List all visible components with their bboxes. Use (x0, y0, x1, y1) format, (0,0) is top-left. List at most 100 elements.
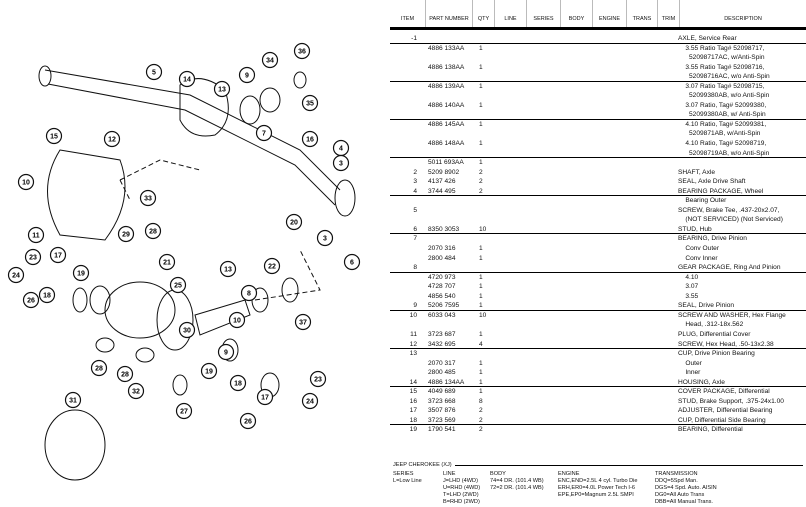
item-number: 16 (409, 397, 417, 405)
svg-text:9: 9 (224, 350, 228, 357)
callout-6: 6 (343, 253, 361, 271)
table-row: 5209871AB, w/Anti-Spin (390, 129, 806, 139)
quantity: 1 (479, 369, 483, 377)
differential-case (104, 281, 176, 339)
svg-text:36: 36 (298, 49, 306, 56)
item-number: 17 (409, 407, 417, 415)
gasket-outline (119, 159, 201, 201)
callout-13: 13 (213, 80, 231, 98)
svg-text:13: 13 (218, 87, 226, 94)
callout-23: 23 (309, 370, 327, 388)
legend-entry: DBB=All Manual Trans. (655, 499, 713, 505)
svg-text:18: 18 (234, 381, 242, 388)
svg-text:26: 26 (27, 298, 35, 305)
description: SEAL, Axle Drive Shaft (678, 178, 746, 186)
svg-text:28: 28 (149, 229, 157, 236)
svg-text:12: 12 (108, 137, 116, 144)
quantity: 10 (479, 225, 487, 233)
quantity: 1 (479, 388, 483, 396)
item-number: 8 (413, 264, 417, 272)
description: CUP, Differential Side Bearing (678, 416, 766, 424)
callout-13: 13 (219, 260, 237, 278)
col-trans: TRANS (627, 0, 658, 27)
part-number: 4728 707 (428, 283, 456, 291)
description: 3.07 (678, 283, 699, 291)
part-number: 4886 140AA (428, 101, 465, 109)
legend-heading: LINE (443, 471, 456, 477)
svg-text:32: 32 (132, 389, 140, 396)
part-number: 4886 133AA (428, 44, 465, 52)
callout-18: 18 (38, 286, 56, 304)
differential-cover (47, 149, 126, 241)
svg-text:28: 28 (121, 372, 129, 379)
svg-text:4: 4 (339, 146, 343, 153)
item-number: 15 (409, 388, 417, 396)
part-number: 5206 7595 (428, 302, 460, 310)
svg-text:10: 10 (22, 180, 30, 187)
svg-text:28: 28 (95, 366, 103, 373)
svg-text:34: 34 (266, 58, 274, 65)
legend-entry: DGS=4 Spd. Auto. AISIN (655, 485, 717, 491)
callout-26: 26 (22, 291, 40, 309)
description: 52098717AC, w/Anti-Spin (678, 54, 765, 62)
description: BEARING PACKAGE, Wheel (678, 187, 764, 195)
callout-27: 27 (175, 402, 193, 420)
table-row: 52098717AC, w/Anti-Spin (390, 53, 806, 63)
callout-5: 5 (145, 63, 163, 81)
svg-text:30: 30 (183, 328, 191, 335)
part-number: 3723 668 (428, 397, 456, 405)
legend-heading: ENGINE (558, 471, 580, 477)
description: CUP, Drive Pinion Bearing (678, 350, 755, 358)
legend-entry: 72=2 DR. (101.4 WB) (490, 485, 544, 491)
quantity: 2 (479, 187, 483, 195)
part-number: 3507 876 (428, 407, 456, 415)
description: 52099380AB, w/ Anti-Spin (678, 111, 766, 119)
description: ADJUSTER, Differential Bearing (678, 407, 773, 415)
legend-entry: U=RHD (4WD) (443, 485, 481, 491)
svg-text:37: 37 (299, 320, 307, 327)
svg-text:17: 17 (261, 395, 269, 402)
col-item: ITEM (390, 0, 426, 27)
quantity: 2 (479, 178, 483, 186)
description: 3.55 (678, 292, 699, 300)
svg-text:24: 24 (306, 399, 314, 406)
quantity: 1 (479, 63, 483, 71)
part-number: 4856 540 (428, 292, 456, 300)
quantity: 2 (479, 407, 483, 415)
callout-22: 22 (263, 257, 281, 275)
quantity: 1 (479, 330, 483, 338)
callout-4: 4 (332, 139, 350, 157)
svg-text:8: 8 (247, 291, 251, 298)
col-part-number: PART NUMBER (426, 0, 473, 27)
svg-text:23: 23 (29, 255, 37, 262)
col-description: DESCRIPTION (724, 16, 762, 22)
item-number: 9 (413, 302, 417, 310)
quantity: 1 (479, 359, 483, 367)
callout-31: 31 (64, 391, 82, 409)
quantity: 2 (479, 426, 483, 434)
callout-30: 30 (178, 321, 196, 339)
callout-7: 7 (255, 124, 273, 142)
col-engine: ENGINE (593, 0, 627, 27)
item-number: 18 (409, 416, 417, 424)
quantity: 1 (479, 140, 483, 148)
description: Bearing Outer (678, 197, 727, 205)
callout-12: 12 (103, 130, 121, 148)
description: SCREW, Brake Tee, .437-20x2.07, (678, 206, 780, 214)
quantity: 1 (479, 254, 483, 262)
item-number: 11 (410, 330, 417, 338)
description: 4.10 Ratio, Tag# 52099381, (678, 120, 767, 128)
callout-17: 17 (256, 388, 274, 406)
